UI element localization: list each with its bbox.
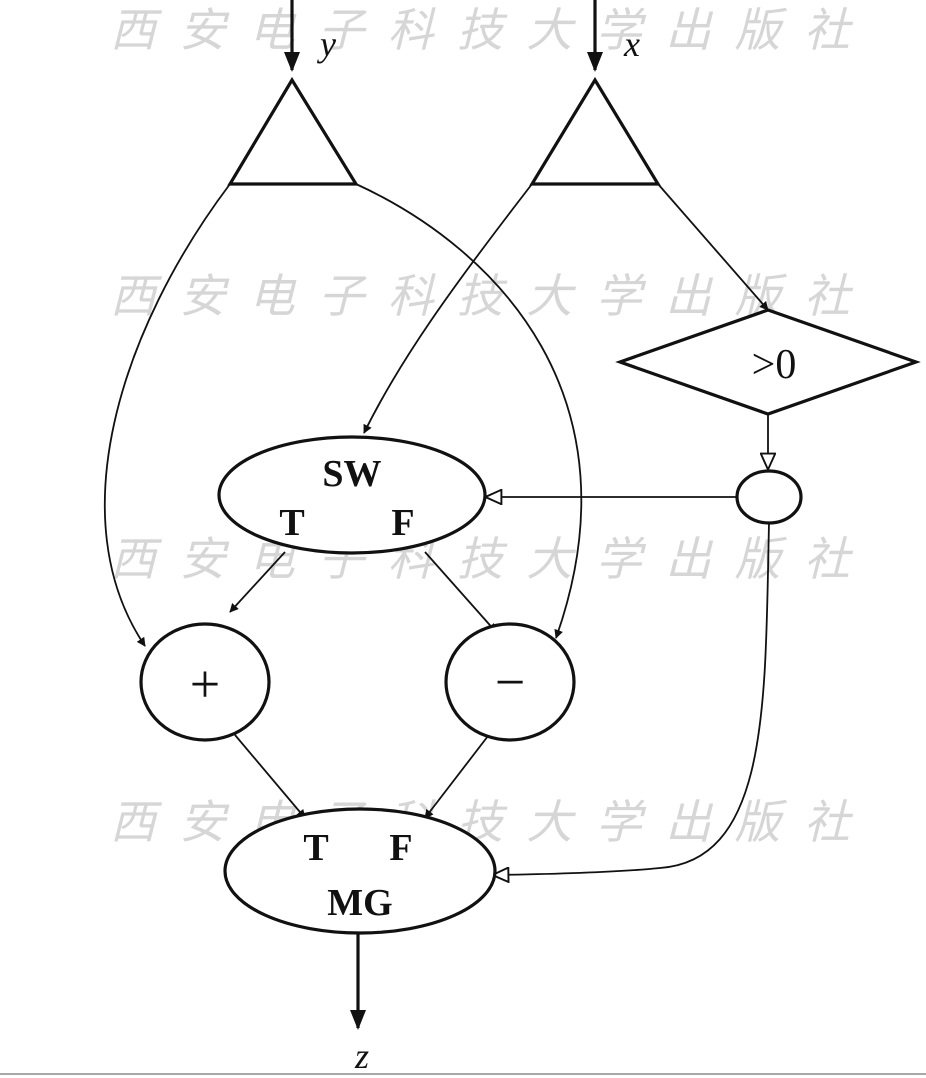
switch-name: SW bbox=[322, 453, 381, 495]
input-x-label: x bbox=[623, 24, 640, 64]
edge-x-to-switch bbox=[363, 183, 533, 434]
watermark-row-1: 西安电子科技大学出版社 bbox=[110, 3, 854, 57]
switch-false-port: F bbox=[391, 502, 414, 544]
edge-minus-to-merge bbox=[424, 735, 489, 819]
merge-true-port: T bbox=[303, 827, 328, 869]
edge-switch-true-to-plus bbox=[229, 551, 286, 613]
compare-label: >0 bbox=[752, 342, 797, 388]
fork-triangle-x bbox=[529, 76, 661, 186]
watermark-row-3: 西安电子科技大学出版社 bbox=[110, 532, 854, 586]
merge-name: MG bbox=[327, 882, 392, 924]
input-y-label: y bbox=[317, 24, 336, 64]
edge-y-to-minus bbox=[355, 183, 583, 639]
edge-control-to-merge bbox=[494, 522, 770, 875]
output-z-label: z bbox=[354, 1036, 369, 1076]
edge-plus-to-merge bbox=[234, 734, 306, 819]
minus-node bbox=[444, 622, 576, 742]
plus-label: + bbox=[190, 654, 220, 714]
fork-triangle-y bbox=[227, 76, 359, 186]
edge-x-to-compare bbox=[657, 183, 769, 311]
merge-node bbox=[223, 807, 497, 935]
edge-y-to-plus bbox=[103, 183, 231, 647]
control-node bbox=[735, 469, 803, 525]
minus-label: − bbox=[495, 652, 525, 712]
edge-switch-false-to-minus bbox=[424, 551, 497, 633]
switch-node bbox=[217, 435, 487, 555]
merge-false-port: F bbox=[389, 827, 412, 869]
switch-true-port: T bbox=[279, 502, 304, 544]
watermark-row-4: 西安电子科技大学出版社 bbox=[110, 795, 854, 849]
plus-node bbox=[139, 622, 271, 742]
watermark-row-2: 西安电子科技大学出版社 bbox=[110, 269, 854, 323]
